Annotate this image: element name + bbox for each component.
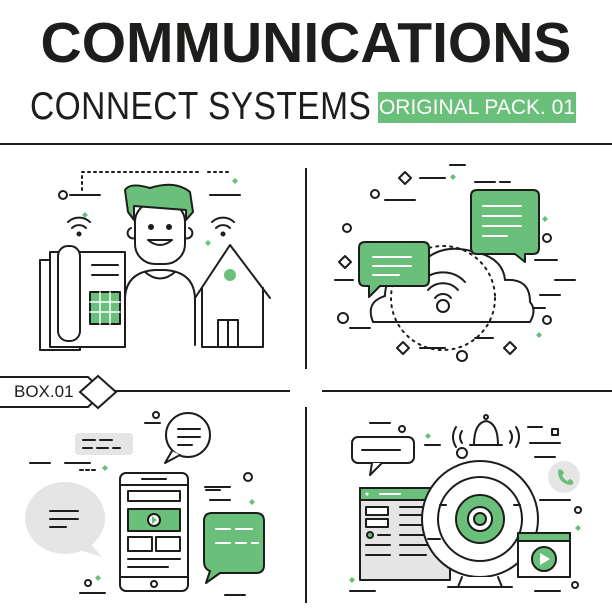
wifi-icon <box>67 216 91 237</box>
chat-bubble-icon <box>25 482 105 557</box>
phone-icon <box>548 461 580 493</box>
chat-bubble-icon <box>470 189 540 263</box>
pack-badge: ORIGINAL PACK. 01 <box>378 92 576 123</box>
panel-3-illustration <box>25 411 265 596</box>
chat-bubble-icon <box>351 436 415 476</box>
bell-icon <box>452 414 520 448</box>
box-label-frame <box>0 374 118 410</box>
horizontal-divider-right <box>322 390 612 392</box>
header-divider <box>0 143 612 145</box>
vertical-divider-bottom <box>305 407 307 603</box>
video-icon <box>203 512 265 584</box>
play-icon <box>517 532 571 578</box>
webcam-icon <box>421 460 539 588</box>
subtitle: CONNECT SYSTEMS <box>30 85 372 128</box>
panel-2-illustration <box>334 164 576 362</box>
box-label: BOX.01 <box>14 382 74 401</box>
chat-bubble-icon <box>358 241 430 298</box>
horizontal-divider-left <box>115 390 290 392</box>
panel-4-illustration <box>349 414 582 592</box>
smartphone-icon <box>119 472 189 592</box>
person-icon <box>124 183 196 346</box>
telephone-icon <box>39 245 126 351</box>
chat-bubble-icon <box>164 412 211 464</box>
panel-1-illustration <box>39 171 271 351</box>
house-icon <box>194 244 271 348</box>
vertical-divider-top <box>305 168 307 369</box>
main-title: COMMUNICATIONS <box>40 11 572 75</box>
wifi-icon <box>211 216 235 237</box>
